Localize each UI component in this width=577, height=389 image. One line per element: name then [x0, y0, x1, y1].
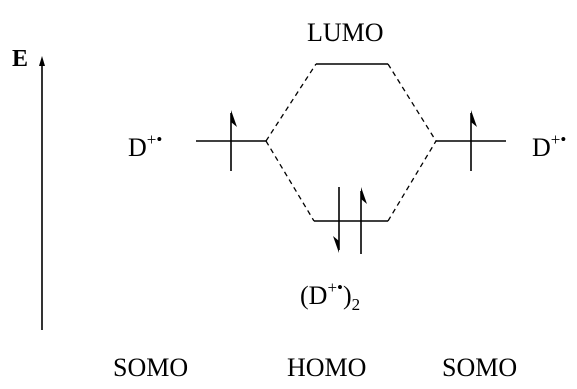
homo-electron-down-arrowhead	[333, 236, 339, 253]
correlation-left-to-homo	[265, 140, 315, 222]
energy-axis-arrowhead	[39, 56, 45, 66]
dimer-close: )	[342, 281, 352, 310]
correlation-left-to-lumo	[265, 63, 317, 142]
left-somo-electron-arrowhead	[231, 110, 237, 127]
energy-axis-label: E	[12, 46, 29, 72]
dimer-charge: +•	[327, 278, 343, 297]
lumo-label: LUMO	[307, 18, 384, 47]
dimer-label: (D+•)2	[300, 279, 360, 313]
right-radical-base: D	[532, 133, 551, 162]
correlation-lumo-to-right	[387, 63, 437, 142]
homo-label: HOMO	[287, 353, 367, 382]
dimer-subscript: 2	[351, 295, 361, 314]
right-radical-label: D+•	[532, 131, 566, 162]
left-radical-label: D+•	[128, 131, 162, 162]
left-radical-base: D	[128, 133, 147, 162]
left-radical-charge: +•	[146, 130, 163, 149]
dimer-open: (D	[300, 281, 328, 310]
somo-right-label: SOMO	[442, 353, 518, 382]
right-radical-charge: +•	[550, 130, 567, 149]
correlation-homo-to-right	[387, 140, 437, 222]
right-somo-electron-arrowhead	[471, 110, 477, 127]
somo-left-label: SOMO	[113, 353, 189, 382]
homo-electron-up-arrowhead	[361, 187, 367, 204]
